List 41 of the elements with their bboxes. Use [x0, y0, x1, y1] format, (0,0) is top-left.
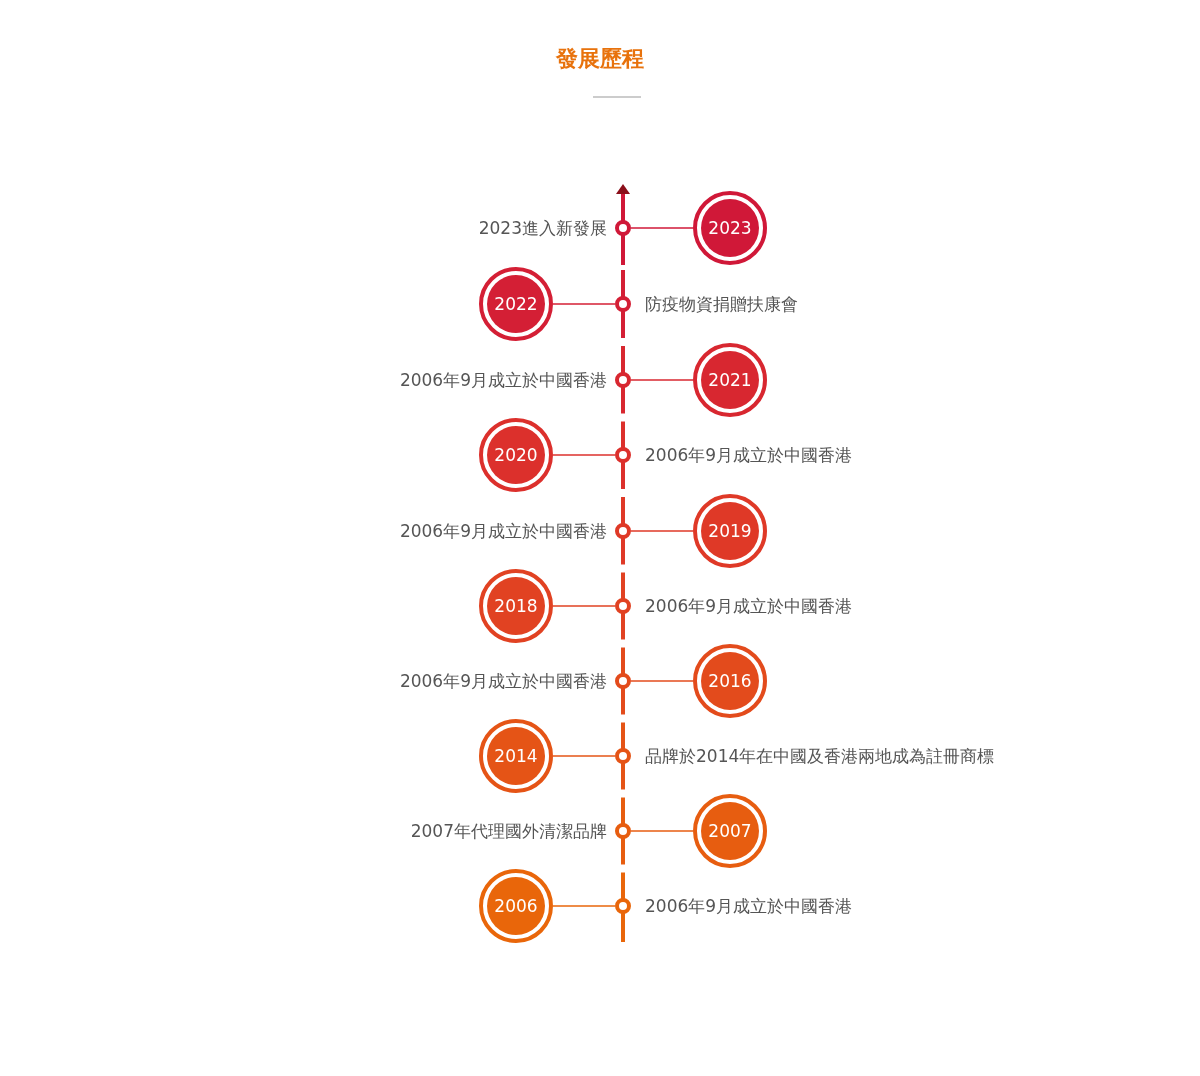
timeline-dot — [615, 372, 631, 388]
connector-line — [552, 605, 616, 607]
connector-line — [552, 454, 616, 456]
milestone-text: 2006年9月成立於中國香港 — [399, 520, 607, 542]
connector-line — [552, 303, 616, 305]
year-badge: 2019 — [693, 494, 767, 568]
year-badge: 2006 — [479, 869, 553, 943]
milestone-text: 品牌於2014年在中國及香港兩地成為註冊商標 — [645, 745, 995, 767]
connector-line — [630, 227, 694, 229]
milestone-text: 2007年代理國外清潔品牌 — [410, 820, 607, 842]
milestone-text: 2023進入新發展 — [478, 217, 607, 239]
year-badge: 2014 — [479, 719, 553, 793]
timeline-dot — [615, 447, 631, 463]
timeline-dot — [615, 823, 631, 839]
milestone-text: 2006年9月成立於中國香港 — [399, 670, 607, 692]
year-badge: 2021 — [693, 343, 767, 417]
timeline-dot — [615, 748, 631, 764]
year-badge: 2007 — [693, 794, 767, 868]
connector-line — [552, 755, 616, 757]
connector-line — [630, 530, 694, 532]
year-badge: 2023 — [693, 191, 767, 265]
milestone-text: 防疫物資捐贈扶康會 — [645, 293, 798, 315]
connector-line — [630, 680, 694, 682]
year-badge: 2020 — [479, 418, 553, 492]
connector-line — [552, 905, 616, 907]
connector-line — [630, 830, 694, 832]
connector-line — [630, 379, 694, 381]
milestone-text: 2006年9月成立於中國香港 — [399, 369, 607, 391]
milestone-text: 2006年9月成立於中國香港 — [645, 895, 853, 917]
year-badge: 2016 — [693, 644, 767, 718]
timeline-dot — [615, 296, 631, 312]
timeline-dot — [615, 523, 631, 539]
year-badge: 2018 — [479, 569, 553, 643]
timeline-dot — [615, 598, 631, 614]
title: 發展歷程 — [556, 46, 644, 71]
year-badge: 2022 — [479, 267, 553, 341]
timeline-dot — [615, 898, 631, 914]
milestone-text: 2006年9月成立於中國香港 — [645, 444, 853, 466]
timeline-dot — [615, 673, 631, 689]
milestone-text: 2006年9月成立於中國香港 — [645, 595, 853, 617]
timeline-dot — [615, 220, 631, 236]
